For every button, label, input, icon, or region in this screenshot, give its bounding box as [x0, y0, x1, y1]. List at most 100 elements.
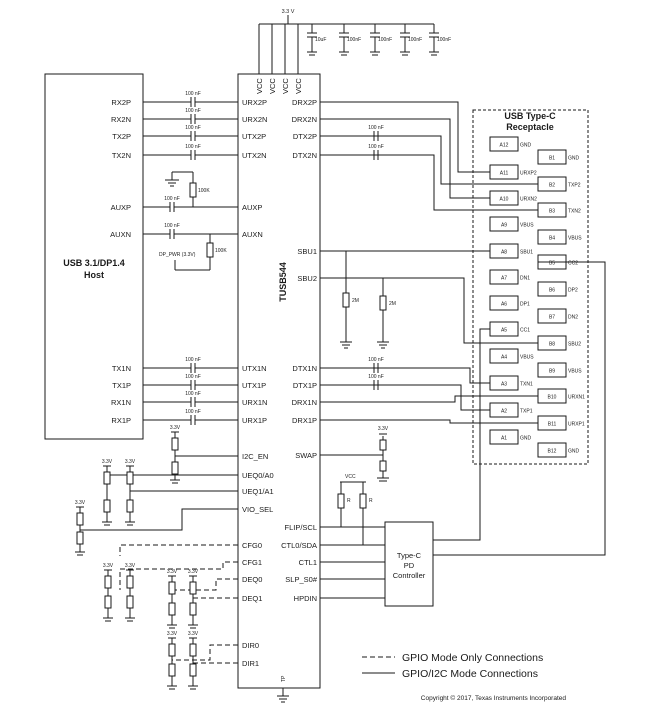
cfg-pullup-9 — [189, 643, 197, 657]
host-pin-rx1n: RX1N — [111, 398, 131, 407]
cfg-pullup-1 — [103, 471, 111, 485]
supply-cap-label-100nf-2: 100nF — [378, 37, 392, 43]
rec-pin-box-b9 — [537, 362, 567, 378]
rec-pin-a5: A5 — [501, 328, 507, 334]
cfg-rail-label-9: 3.3V — [188, 631, 199, 637]
ic-pin-flip-scl: FLIP/SCL — [284, 523, 317, 532]
rec-sig-a9: VBUS — [520, 223, 534, 229]
rec-pin-box-a7 — [489, 269, 519, 285]
cfg-pulldown-6 — [168, 602, 176, 616]
cfg-pulldown-1 — [103, 499, 111, 513]
rec-sig-b6: DP2 — [568, 288, 578, 294]
rec-sig-b10: URXN1 — [568, 395, 585, 401]
host-label-line1: USB 3.1/DP1.4 — [63, 258, 125, 268]
ic-pin-ctl0-sda: CTL0/SDA — [281, 541, 317, 550]
rec-pin-box-a6 — [489, 295, 519, 311]
dp-pwr-label: DP_PWR (3.3V) — [159, 252, 196, 258]
rec-sig-b12: GND — [568, 449, 580, 455]
legend: GPIO Mode Only Connections GPIO/I2C Mode… — [362, 652, 543, 680]
host-cap-label-auxn: 100 nF — [164, 223, 180, 229]
rec-sig-a2: TXP1 — [520, 409, 533, 415]
ic-pin-utx2p: UTX2P — [242, 132, 266, 141]
rec-pin-b12: B12 — [548, 449, 557, 455]
host-label-line2: Host — [84, 270, 104, 280]
sda-pullup — [359, 493, 367, 509]
ic-pin-urx2n: URX2N — [242, 115, 267, 124]
rec-pin-a9: A9 — [501, 223, 507, 229]
rec-pin-b11: B11 — [548, 422, 557, 428]
rec-sig-a7: DN1 — [520, 276, 530, 282]
sbu1-res-label: 2M — [352, 298, 359, 304]
cfg-pulldown-2 — [126, 499, 134, 513]
rec-pin-b4: B4 — [549, 236, 555, 242]
cfg-pullup-7 — [189, 581, 197, 595]
ic-pin-deq0: DEQ0 — [242, 575, 262, 584]
rec-sig-b11: URXP1 — [568, 422, 585, 428]
swap-pulldown — [379, 460, 387, 472]
host-cap-label-tx2p: 100 nF — [185, 125, 201, 131]
host-pin-tx1n: TX1N — [112, 364, 131, 373]
aux-down-resistor — [206, 242, 214, 258]
rec-pin-a11: A11 — [500, 171, 509, 177]
rec-pin-box-a12 — [489, 136, 519, 152]
rec-sig-a8: SBU1 — [520, 250, 533, 256]
ic-pin-dtx1n: DTX1N — [292, 364, 317, 373]
pd-controller-block — [384, 521, 434, 607]
host-pin-auxn: AUXN — [110, 230, 131, 239]
rec-pin-b9: B9 — [549, 369, 555, 375]
dtx-cap-label-0: 100 nF — [368, 125, 384, 131]
ic-pin-drx1p: DRX1P — [292, 416, 317, 425]
host-pin-rx1p: RX1P — [111, 416, 131, 425]
pullup-vcc-label: VCC — [345, 474, 356, 480]
ic-pin-dtx2p: DTX2P — [293, 132, 317, 141]
supply-label: 3.3 V — [282, 9, 295, 15]
dtx-cap-label-2: 100 nF — [368, 357, 384, 363]
host-pin-tx2p: TX2P — [112, 132, 131, 141]
cfg-rail-label-4: 3.3V — [103, 563, 114, 569]
rec-pin-a1: A1 — [501, 436, 507, 442]
receptacle-title-1: USB Type-C — [504, 111, 556, 121]
pd-label-1: Type-C — [397, 551, 422, 560]
scl-pullup — [337, 493, 345, 509]
ic-pin-ueq1-a1: UEQ1/A1 — [242, 487, 274, 496]
rec-sig-b4: VBUS — [568, 236, 582, 242]
rec-pin-b1: B1 — [549, 156, 555, 162]
cfg-pullup-3 — [76, 512, 84, 526]
rec-pin-box-a9 — [489, 216, 519, 232]
ic-pin-auxp: AUXP — [242, 203, 262, 212]
cfg-pullup-0 — [171, 437, 179, 451]
ic-name: TUSB544 — [278, 262, 288, 302]
ic-pin-deq1: DEQ1 — [242, 594, 262, 603]
cfg-pulldown-3 — [76, 531, 84, 545]
cfg-rail-label-3: 3.3V — [75, 500, 86, 506]
rec-pin-b8: B8 — [549, 342, 555, 348]
rec-sig-a3: TXN1 — [520, 382, 533, 388]
sbu2-res-label: 2M — [389, 301, 396, 307]
ic-pin-drx2n: DRX2N — [292, 115, 317, 124]
rec-pin-b3: B3 — [549, 209, 555, 215]
copyright-text: Copyright © 2017, Texas Instruments Inco… — [421, 694, 567, 702]
ic-pin-dtx2n: DTX2N — [292, 151, 317, 160]
ic-pin-hpdin: HPDIN — [294, 594, 317, 603]
ic-pin-dir1: DIR1 — [242, 659, 259, 668]
host-block — [44, 73, 144, 440]
dtx-cap-label-1: 100 nF — [368, 144, 384, 150]
ic-pin-i2c-en: I2C_EN — [242, 452, 268, 461]
rec-sig-b1: GND — [568, 156, 580, 162]
swap-rail-label: 3.3V — [378, 426, 389, 432]
cfg-pullup-6 — [168, 581, 176, 595]
ic-pin-swap: SWAP — [295, 451, 317, 460]
cfg-pulldown-5 — [126, 595, 134, 609]
dtx-cap-label-3: 100 nF — [368, 374, 384, 380]
supply-cap-label-100nf-1: 100nF — [347, 37, 361, 43]
host-cap-label-rx2n: 100 nF — [185, 108, 201, 114]
rec-pin-b10: B10 — [548, 395, 557, 401]
rec-pin-b5: B5 — [549, 261, 555, 267]
host-cap-label-rx1n: 100 nF — [185, 391, 201, 397]
ic-pin-utx2n: UTX2N — [242, 151, 267, 160]
pd-label-3: Controller — [393, 571, 426, 580]
ic-right-pins: DRX2PDRX2NDTX2PDTX2NSBU1SBU2DTX1NDTX1PDR… — [281, 98, 318, 603]
